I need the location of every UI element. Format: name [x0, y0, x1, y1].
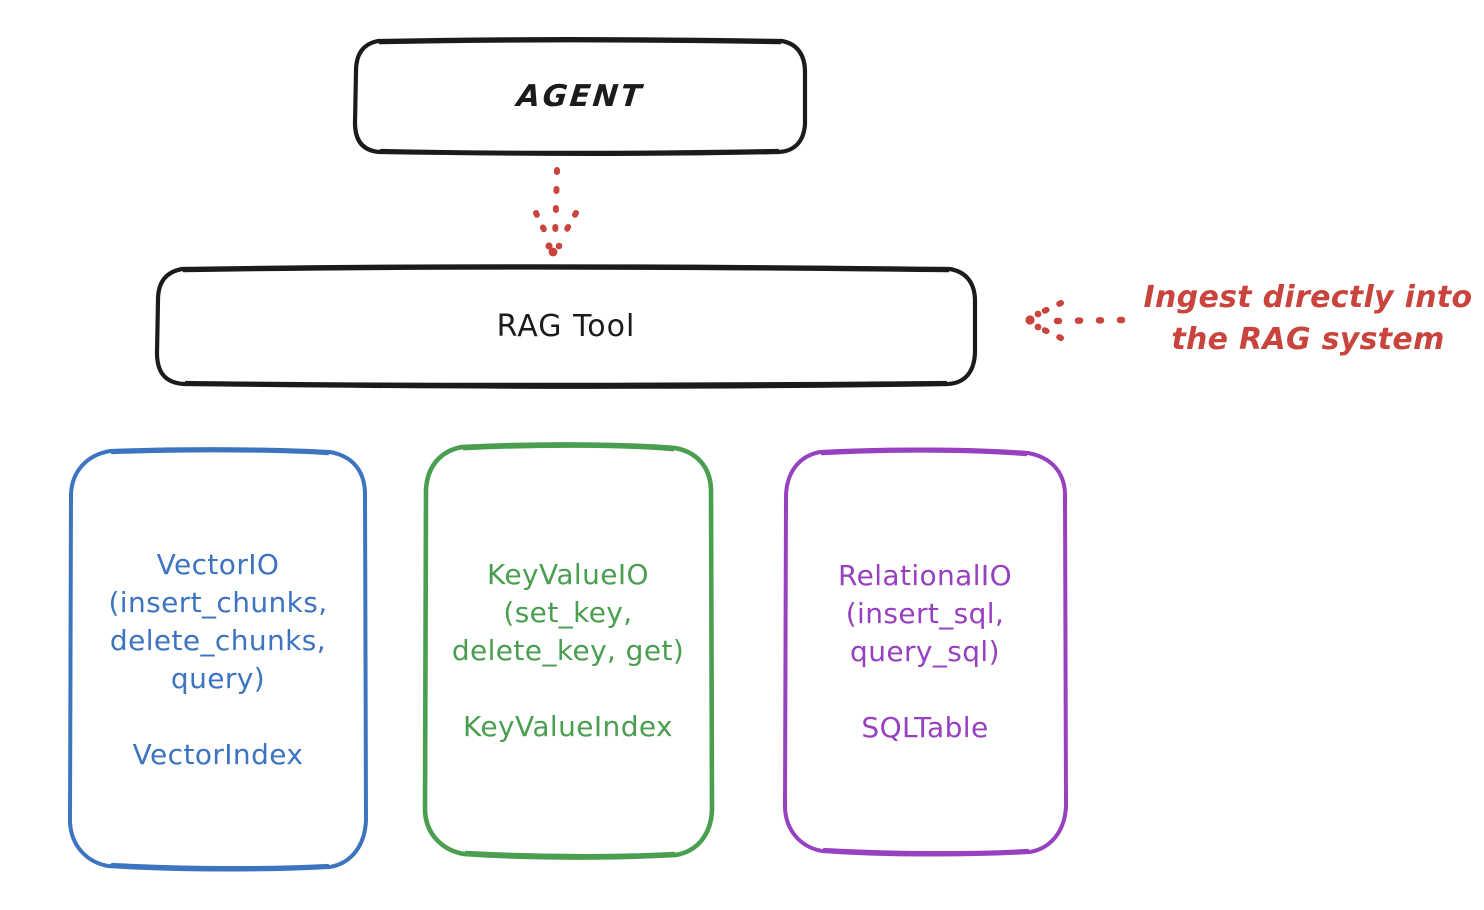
- node-vector-io[interactable]: VectorIO (insert_chunks, delete_chunks, …: [70, 450, 366, 869]
- connector-agent-to-rag-tool: [533, 167, 579, 257]
- node-relational-io[interactable]: RelationalIO (insert_sql, query_sql) SQL…: [785, 450, 1065, 853]
- node-key-value-io-index-label: KeyValueIndex: [463, 709, 673, 743]
- vector-io-box-outline: [68, 447, 368, 872]
- node-key-value-io-label: KeyValueIO (set_key, delete_key, get): [451, 557, 685, 667]
- node-relational-io-table-label: SQLTable: [861, 710, 989, 744]
- node-vector-io-label: VectorIO (insert_chunks, delete_chunks, …: [108, 547, 328, 695]
- connector-ingest-to-rag-tool: [1025, 300, 1126, 341]
- agent-box-outline: [352, 37, 808, 156]
- node-relational-io-label: RelationalIO (insert_sql, query_sql): [837, 558, 1013, 668]
- node-vector-io-index-label: VectorIndex: [132, 737, 304, 771]
- annotation-ingest-directly: Ingest directly into the RAG system: [1143, 280, 1473, 357]
- key-value-io-box-outline: [422, 442, 715, 860]
- node-agent-label: AGENT: [514, 79, 646, 114]
- relational-io-box-outline: [783, 447, 1068, 857]
- node-agent[interactable]: AGENT: [355, 40, 805, 153]
- node-rag-tool[interactable]: RAG Tool: [157, 268, 975, 385]
- rag-tool-box-outline: [154, 264, 978, 389]
- node-rag-tool-label: RAG Tool: [496, 309, 636, 344]
- node-key-value-io[interactable]: KeyValueIO (set_key, delete_key, get) Ke…: [425, 445, 711, 856]
